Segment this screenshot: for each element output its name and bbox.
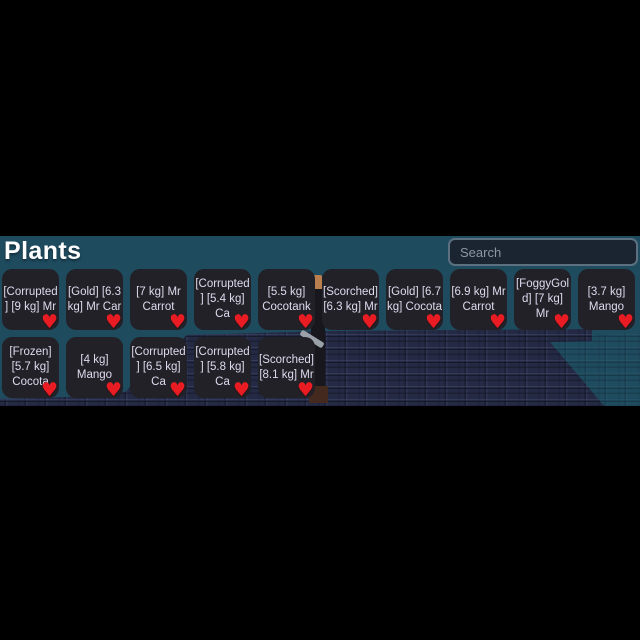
plant-item[interactable]: [Corrupted] [5.8 kg] Ca♥ [194, 337, 251, 398]
plant-item-label: [7 kg] Mr Carrot [136, 285, 181, 313]
favorite-heart-icon: ♥ [168, 311, 186, 331]
plant-item-label: [5.5 kg] Cocotank [262, 285, 311, 313]
plant-item-label: [Scorched] [8.1 kg] Mr [259, 353, 314, 381]
plant-item[interactable]: [Gold] [6.3 kg] Mr Car♥ [66, 269, 123, 330]
plant-item-label: [6.9 kg] Mr Carrot [451, 285, 506, 313]
plant-item-label: [3.7 kg] Mango [587, 285, 626, 313]
plant-item-label: [Gold] [6.7 kg] Cocota [387, 285, 442, 313]
favorite-heart-icon: ♥ [616, 311, 634, 331]
favorite-heart-icon: ♥ [488, 311, 506, 331]
plant-item-label: [FoggyGold] [7 kg] Mr [515, 278, 570, 320]
plant-item-label: [Corrupted] [5.8 kg] Ca [195, 346, 250, 388]
plant-item[interactable]: [Frozen] [5.7 kg] Cocota♥ [2, 337, 59, 398]
plant-item[interactable]: [5.5 kg] Cocotank♥ [258, 269, 315, 330]
favorite-heart-icon: ♥ [104, 311, 122, 331]
plant-item[interactable]: [Corrupted] [6.5 kg] Ca♥ [130, 337, 187, 398]
plants-grid-row-1: [Corrupted] [9 kg] Mr♥[Gold] [6.3 kg] Mr… [0, 269, 640, 330]
plant-item[interactable]: [4 kg] Mango♥ [66, 337, 123, 398]
plant-item[interactable]: [6.9 kg] Mr Carrot♥ [450, 269, 507, 330]
plant-item-label: [Scorched] [6.3 kg] Mr [323, 285, 378, 313]
plant-item[interactable]: [FoggyGold] [7 kg] Mr♥ [514, 269, 571, 330]
plants-grid-row-2: [Frozen] [5.7 kg] Cocota♥[4 kg] Mango♥[C… [0, 337, 640, 398]
plant-item[interactable]: [7 kg] Mr Carrot♥ [130, 269, 187, 330]
page-title: Plants [4, 237, 82, 265]
plant-item-label: [Corrupted] [5.4 kg] Ca [195, 278, 250, 320]
plant-item-label: [Frozen] [5.7 kg] Cocota [9, 346, 52, 388]
plant-item[interactable]: [Scorched] [8.1 kg] Mr♥ [258, 337, 315, 398]
search-input[interactable] [448, 238, 638, 266]
plant-item[interactable]: [Scorched] [6.3 kg] Mr♥ [322, 269, 379, 330]
favorite-heart-icon: ♥ [424, 311, 442, 331]
plant-item-label: [4 kg] Mango [76, 353, 113, 381]
favorite-heart-icon: ♥ [296, 379, 314, 399]
plant-item[interactable]: [Corrupted] [5.4 kg] Ca♥ [194, 269, 251, 330]
favorite-heart-icon: ♥ [40, 311, 58, 331]
plant-item[interactable]: [3.7 kg] Mango♥ [578, 269, 635, 330]
plant-item-label: [Corrupted] [9 kg] Mr [3, 285, 58, 313]
plant-item-label: [Corrupted] [6.5 kg] Ca [131, 346, 186, 388]
character-head [312, 275, 322, 290]
favorite-heart-icon: ♥ [360, 311, 378, 331]
favorite-heart-icon: ♥ [104, 379, 122, 399]
plant-item[interactable]: [Corrupted] [9 kg] Mr♥ [2, 269, 59, 330]
plant-item[interactable]: [Gold] [6.7 kg] Cocota♥ [386, 269, 443, 330]
plant-item-label: [Gold] [6.3 kg] Mr Car [67, 285, 122, 313]
favorite-heart-icon: ♥ [296, 311, 314, 331]
